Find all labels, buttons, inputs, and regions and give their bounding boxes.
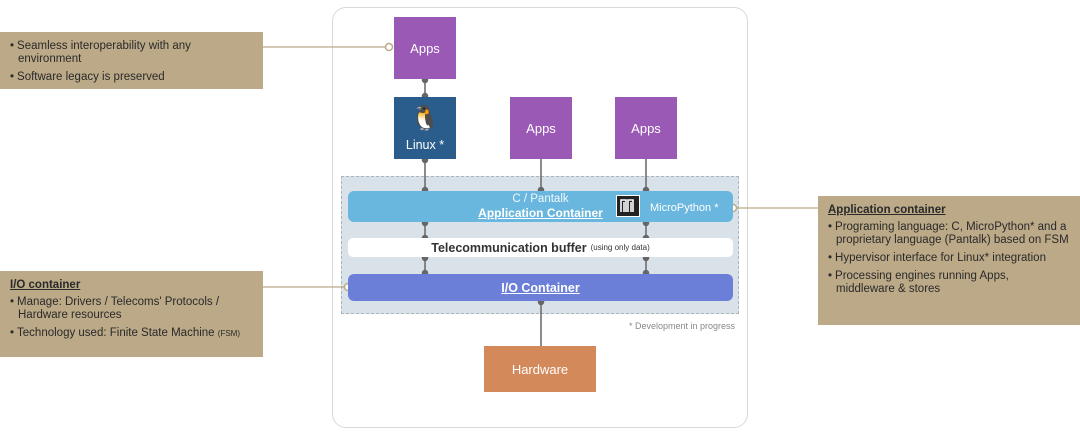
apps-box-pantalk: Apps bbox=[510, 97, 572, 159]
hardware-label: Hardware bbox=[511, 361, 569, 377]
apps-label: Apps bbox=[631, 120, 661, 136]
linux-box: 🐧 Linux * bbox=[394, 97, 456, 159]
note-item: Processing engines running Apps, middlew… bbox=[828, 270, 1070, 296]
hardware-box: Hardware bbox=[484, 346, 596, 392]
application-container: C / Pantalk Application Container bbox=[348, 191, 733, 222]
io-container: I/O Container bbox=[348, 274, 733, 301]
note-item: Hypervisor interface for Linux* integrat… bbox=[828, 252, 1070, 265]
apps-box-micropython: Apps bbox=[615, 97, 677, 159]
note-item: Technology used: Finite State Machine (F… bbox=[10, 327, 253, 340]
apps-label: Apps bbox=[526, 120, 556, 136]
telecommunication-buffer: Telecommunication buffer (using only dat… bbox=[348, 238, 733, 257]
note-io-title: I/O container bbox=[10, 279, 81, 291]
apps-label: Apps bbox=[410, 40, 440, 56]
linux-label: Linux * bbox=[405, 138, 445, 152]
note-application-container: Application container Programing languag… bbox=[818, 196, 1080, 325]
application-container-title: Application Container bbox=[478, 206, 603, 220]
note-interoperability: Seamless interoperability with any envir… bbox=[0, 32, 263, 89]
note-item: Software legacy is preserved bbox=[10, 71, 253, 84]
apps-box-linux: Apps bbox=[394, 17, 456, 79]
tux-penguin-icon: 🐧 bbox=[410, 105, 440, 132]
micropython-label: MicroPython * bbox=[650, 202, 719, 214]
container-languages: C / Pantalk bbox=[512, 193, 569, 205]
note-item: Seamless interoperability with any envir… bbox=[10, 40, 253, 66]
note-item: Manage: Drivers / Telecoms' Protocols / … bbox=[10, 296, 253, 322]
note-app-title: Application container bbox=[828, 204, 946, 216]
note-io-container: I/O container Manage: Drivers / Telecoms… bbox=[0, 271, 263, 357]
telecom-buffer-title: Telecommunication buffer bbox=[431, 240, 587, 255]
note-item: Programing language: C, MicroPython* and… bbox=[828, 221, 1070, 247]
micropython-logo-icon bbox=[616, 195, 640, 217]
telecom-buffer-note: (using only data) bbox=[590, 243, 650, 252]
io-container-label: I/O Container bbox=[501, 280, 580, 295]
development-note: * Development in progress bbox=[629, 321, 736, 331]
